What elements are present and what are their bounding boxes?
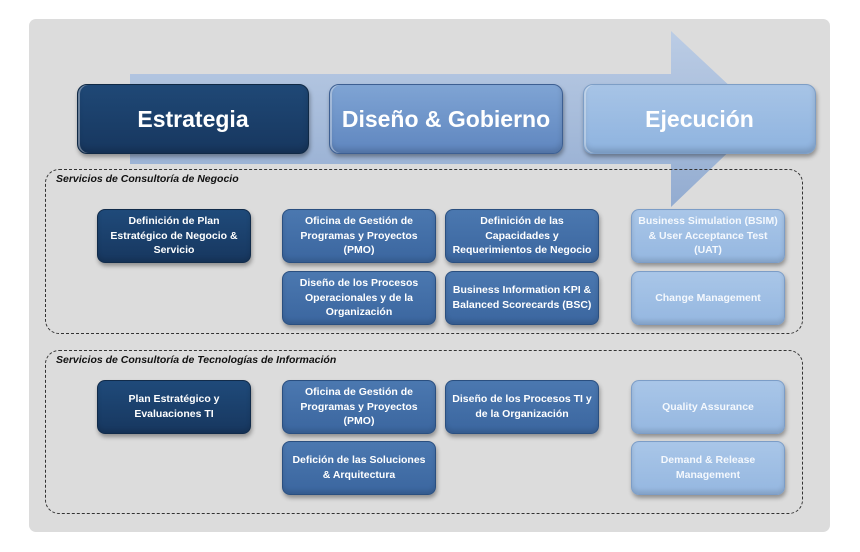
box-text: Business Simulation (BSIM) & User Accept… bbox=[638, 214, 778, 257]
box-soluciones-arquitectura: Defición de las Soluciones & Arquitectur… bbox=[282, 441, 436, 495]
box-text: Defición de las Soluciones & Arquitectur… bbox=[292, 454, 426, 481]
box-text: Plan Estratégico y Evaluaciones TI bbox=[128, 393, 220, 420]
box-change-management: Change Management bbox=[631, 271, 785, 325]
phase-diseno-gobierno: Diseño & Gobierno bbox=[329, 84, 563, 154]
group-label: Servicios de Consultoría de Negocio bbox=[56, 173, 239, 185]
box-plan-estrategico-negocio: Definición de Plan Estratégico de Negoci… bbox=[97, 209, 251, 263]
box-plan-estrategico-ti: Plan Estratégico y Evaluaciones TI bbox=[97, 380, 251, 434]
box-pmo-ti: Oficina de Gestión de Programas y Proyec… bbox=[282, 380, 436, 434]
box-text: Change Management bbox=[655, 291, 761, 304]
box-text: Business Information KPI & Balanced Scor… bbox=[452, 284, 592, 311]
phase-label: Diseño & Gobierno bbox=[341, 105, 551, 132]
group-label: Servicios de Consultoría de Tecnologías … bbox=[56, 354, 337, 366]
box-text: Oficina de Gestión de Programas y Proyec… bbox=[300, 385, 418, 428]
phase-estrategia: Estrategia bbox=[77, 84, 309, 154]
box-demand-release: Demand & Release Management bbox=[631, 441, 785, 495]
group-consultoria-ti: Servicios de Consultoría de Tecnologías … bbox=[45, 350, 803, 514]
phase-label: Ejecución bbox=[645, 105, 754, 132]
box-pmo-negocio: Oficina de Gestión de Programas y Proyec… bbox=[282, 209, 436, 263]
box-procesos-ti: Diseño de los Procesos TI y de la Organi… bbox=[445, 380, 599, 434]
box-text: Definición de Plan Estratégico de Negoci… bbox=[110, 214, 238, 257]
box-business-information-kpi: Business Information KPI & Balanced Scor… bbox=[445, 271, 599, 325]
box-text: Oficina de Gestión de Programas y Proyec… bbox=[300, 214, 418, 257]
group-consultoria-negocio: Servicios de Consultoría de Negocio bbox=[45, 169, 803, 334]
phase-label: Estrategia bbox=[137, 105, 249, 132]
phase-ejecucion: Ejecución bbox=[583, 84, 816, 154]
box-text: Demand & Release Management bbox=[660, 454, 756, 481]
box-capacidades-requerimientos: Definición de las Capacidades y Requerim… bbox=[445, 209, 599, 263]
box-text: Diseño de los Procesos Operacionales y d… bbox=[299, 276, 419, 319]
box-quality-assurance: Quality Assurance bbox=[631, 380, 785, 434]
box-procesos-operacionales: Diseño de los Procesos Operacionales y d… bbox=[282, 271, 436, 325]
box-text: Definición de las Capacidades y Requerim… bbox=[452, 214, 592, 257]
box-bsim-uat: Business Simulation (BSIM) & User Accept… bbox=[631, 209, 785, 263]
box-text: Diseño de los Procesos TI y de la Organi… bbox=[452, 393, 592, 420]
box-text: Quality Assurance bbox=[662, 400, 754, 413]
